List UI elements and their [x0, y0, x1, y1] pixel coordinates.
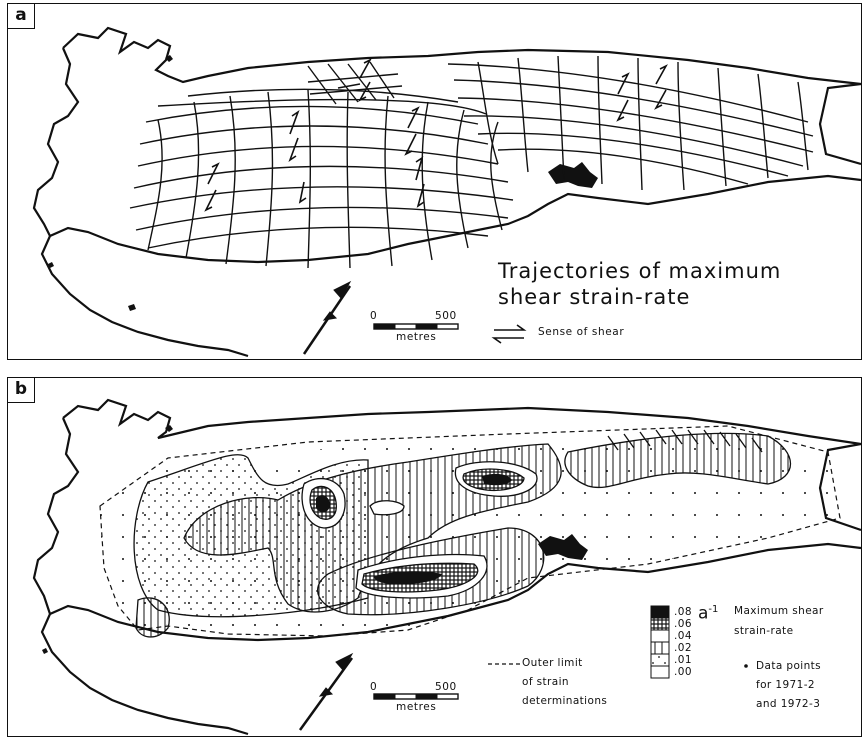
zone-02-east — [564, 432, 792, 489]
panel-b: b 0 500 metres Outer limit of strain det… — [7, 377, 862, 737]
panel-b-label: b — [8, 378, 35, 403]
legend-unit-exponent: -1 — [708, 604, 719, 615]
scale-a-zero: 0 — [370, 310, 378, 322]
outer-limit-label-line1: Outer limit — [522, 657, 583, 669]
north-arrow-icon — [302, 280, 352, 355]
data-points-line2: for 1971-2 — [756, 679, 815, 691]
zone-04-small — [369, 500, 405, 516]
outer-limit-dashed-line — [99, 425, 841, 637]
strain-rate-zones — [98, 429, 838, 638]
legend-title-line1: Maximum shear — [734, 605, 824, 617]
scale-bar-a — [373, 323, 459, 330]
scale-a-unit: metres — [396, 331, 437, 343]
island — [165, 55, 173, 62]
coastline-outline-b — [32, 398, 861, 736]
zone-08 — [316, 495, 330, 513]
legend-class-08: .08 — [674, 606, 692, 618]
scale-a-max: 500 — [435, 310, 457, 322]
hachure-band — [607, 429, 763, 453]
data-points-line1: Data points — [756, 660, 822, 672]
legend-class-06: .06 — [674, 618, 692, 630]
island — [538, 534, 588, 560]
scale-b-unit: metres — [396, 701, 437, 713]
outer-limit-label-line3: determinations — [522, 695, 608, 707]
panel-a-title-line2: shear strain-rate — [498, 285, 691, 309]
shear-legend-label: Sense of shear — [538, 326, 625, 338]
shear-sense-markers — [204, 58, 668, 212]
north-arrow-icon — [298, 652, 354, 731]
panel-a-title-line1: Trajectories of maximum — [498, 259, 782, 283]
scale-b-max: 500 — [435, 681, 457, 693]
legend-unit: a-1 — [698, 600, 718, 624]
shear-legend-icon — [491, 324, 527, 344]
strain-legend-boxes — [650, 605, 670, 679]
data-points-line3: and 1972-3 — [756, 698, 821, 710]
panel-a-label: a — [8, 4, 35, 29]
data-point-legend-dot — [744, 664, 748, 668]
panel-a-map — [32, 26, 861, 358]
zone-08-ne — [482, 473, 512, 486]
outer-limit-label-line2: of strain — [522, 676, 569, 688]
legend-class-04: .04 — [674, 630, 692, 642]
island — [548, 162, 598, 188]
scale-b-zero: 0 — [370, 681, 378, 693]
island — [128, 304, 136, 311]
legend-class-02: .02 — [674, 642, 692, 654]
panel-a: a Trajectories of maximum shear strain-r… — [7, 3, 862, 360]
zone-08-s — [374, 571, 442, 584]
island — [165, 425, 173, 432]
legend-title-line2: strain-rate — [734, 625, 794, 637]
legend-unit-base: a — [698, 603, 709, 624]
coastline-outline — [32, 26, 861, 358]
island — [42, 648, 48, 654]
trajectory-network — [129, 55, 814, 269]
island — [48, 262, 54, 268]
legend-class-01: .01 — [674, 654, 692, 666]
legend-class-00: .00 — [674, 666, 692, 678]
panel-b-map — [32, 398, 861, 736]
scale-bar-b — [373, 693, 459, 700]
